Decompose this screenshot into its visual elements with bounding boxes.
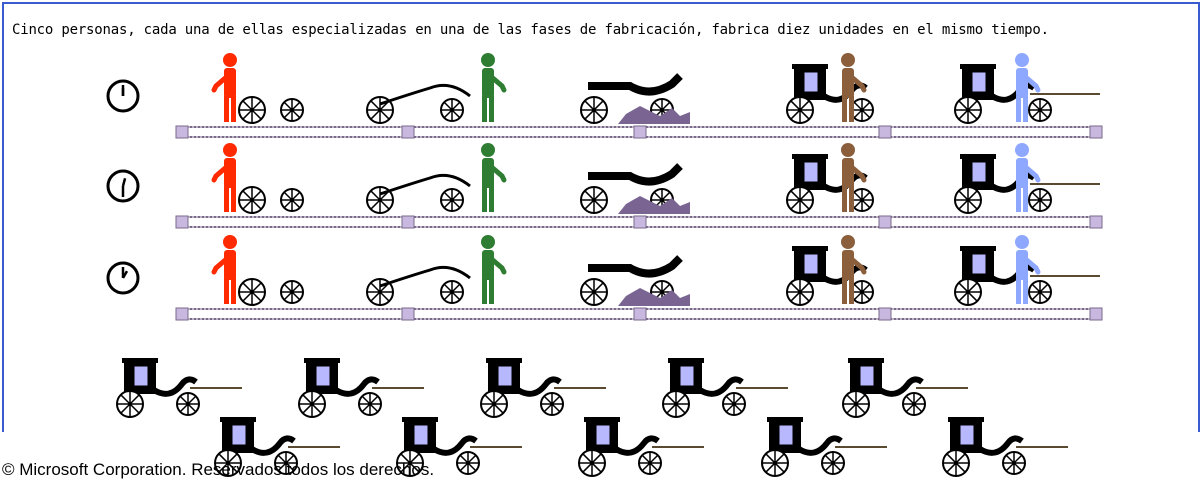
wheel-icon xyxy=(280,188,304,212)
worker-icon xyxy=(841,53,867,122)
wheel-icon xyxy=(1028,188,1052,212)
wheel-icon xyxy=(440,188,464,212)
caption-text: Cinco personas, cada una de ellas especi… xyxy=(12,22,1049,38)
worker-icon xyxy=(841,235,867,304)
worker-icon xyxy=(1015,235,1041,304)
wheel-icon xyxy=(366,96,394,124)
wheel-icon xyxy=(722,392,746,416)
copyright-text: © Microsoft Corporation. Reservados todo… xyxy=(2,460,435,479)
conveyor-belt xyxy=(175,307,1103,321)
wheel-icon xyxy=(786,278,814,306)
wheel-icon xyxy=(578,449,606,477)
wheel-icon xyxy=(580,278,608,306)
wheel-icon xyxy=(850,280,874,304)
wheel-icon xyxy=(954,186,982,214)
station-body xyxy=(580,255,690,306)
station-body xyxy=(580,73,690,124)
station-wheels xyxy=(211,143,304,214)
carriage-icon xyxy=(214,417,340,477)
carriage-icon xyxy=(298,358,424,418)
wheel-icon xyxy=(440,98,464,122)
wheel-icon xyxy=(638,451,662,475)
wheel-icon xyxy=(358,392,382,416)
wheel-icon xyxy=(366,278,394,306)
wheel-icon xyxy=(214,449,242,477)
clock-icon xyxy=(106,261,140,295)
worker-icon xyxy=(211,235,237,304)
wheel-icon xyxy=(396,449,424,477)
wheel-icon xyxy=(761,449,789,477)
worker-icon xyxy=(481,53,507,122)
wheel-icon xyxy=(786,96,814,124)
worker-icon xyxy=(481,235,507,304)
worker-icon xyxy=(1015,53,1041,122)
wheel-icon xyxy=(942,449,970,477)
station-chassis xyxy=(366,235,507,306)
wheel-icon xyxy=(274,451,298,475)
carriage-icon xyxy=(116,358,242,418)
station-wheels xyxy=(211,235,304,306)
wheel-icon xyxy=(850,188,874,212)
wheel-icon xyxy=(440,280,464,304)
wheel-icon xyxy=(1002,451,1026,475)
wheel-icon xyxy=(176,392,200,416)
worker-icon xyxy=(211,143,237,212)
wheel-icon xyxy=(580,186,608,214)
wheel-icon xyxy=(842,390,870,418)
station-cabin xyxy=(786,235,874,306)
station-finish xyxy=(954,143,1100,214)
station-finish xyxy=(954,235,1100,306)
wheel-icon xyxy=(786,186,814,214)
wheel-icon xyxy=(540,392,564,416)
station-cabin xyxy=(786,143,874,214)
assembly-line-2 xyxy=(211,143,1100,214)
conveyor-belt xyxy=(175,125,1103,139)
worker-icon xyxy=(481,143,507,212)
wheel-icon xyxy=(902,392,926,416)
carriage-icon xyxy=(578,417,704,477)
wheel-icon xyxy=(298,390,326,418)
carriage-icon xyxy=(480,358,606,418)
wheel-icon xyxy=(238,278,266,306)
station-body xyxy=(580,163,690,214)
conveyor-belt xyxy=(175,215,1103,229)
carriage-icon xyxy=(842,358,968,418)
carriage-icon xyxy=(396,417,522,477)
wheel-icon xyxy=(366,186,394,214)
wheel-icon xyxy=(280,98,304,122)
wheel-icon xyxy=(116,390,144,418)
carriage-icon xyxy=(942,417,1068,477)
wheel-icon xyxy=(850,98,874,122)
wheel-icon xyxy=(662,390,690,418)
wheel-icon xyxy=(456,451,480,475)
wheel-icon xyxy=(480,390,508,418)
wheel-icon xyxy=(238,186,266,214)
worker-icon xyxy=(1015,143,1041,212)
carriage-icon xyxy=(761,417,887,477)
worker-icon xyxy=(211,53,237,122)
station-chassis xyxy=(366,143,507,214)
wheel-icon xyxy=(954,96,982,124)
assembly-line-3 xyxy=(211,235,1100,306)
station-cabin xyxy=(786,53,874,124)
assembly-line-1 xyxy=(211,53,1100,124)
diagram-frame xyxy=(2,2,1200,432)
wheel-icon xyxy=(238,96,266,124)
wheel-icon xyxy=(1028,280,1052,304)
wheel-icon xyxy=(1028,98,1052,122)
wheel-icon xyxy=(280,280,304,304)
station-finish xyxy=(954,53,1100,124)
station-chassis xyxy=(366,53,507,124)
wheel-icon xyxy=(954,278,982,306)
clock-icon xyxy=(106,79,140,113)
wheel-icon xyxy=(821,451,845,475)
station-wheels xyxy=(211,53,304,124)
worker-icon xyxy=(841,143,867,212)
carriage-icon xyxy=(662,358,788,418)
clock-icon xyxy=(106,169,140,203)
wheel-icon xyxy=(580,96,608,124)
